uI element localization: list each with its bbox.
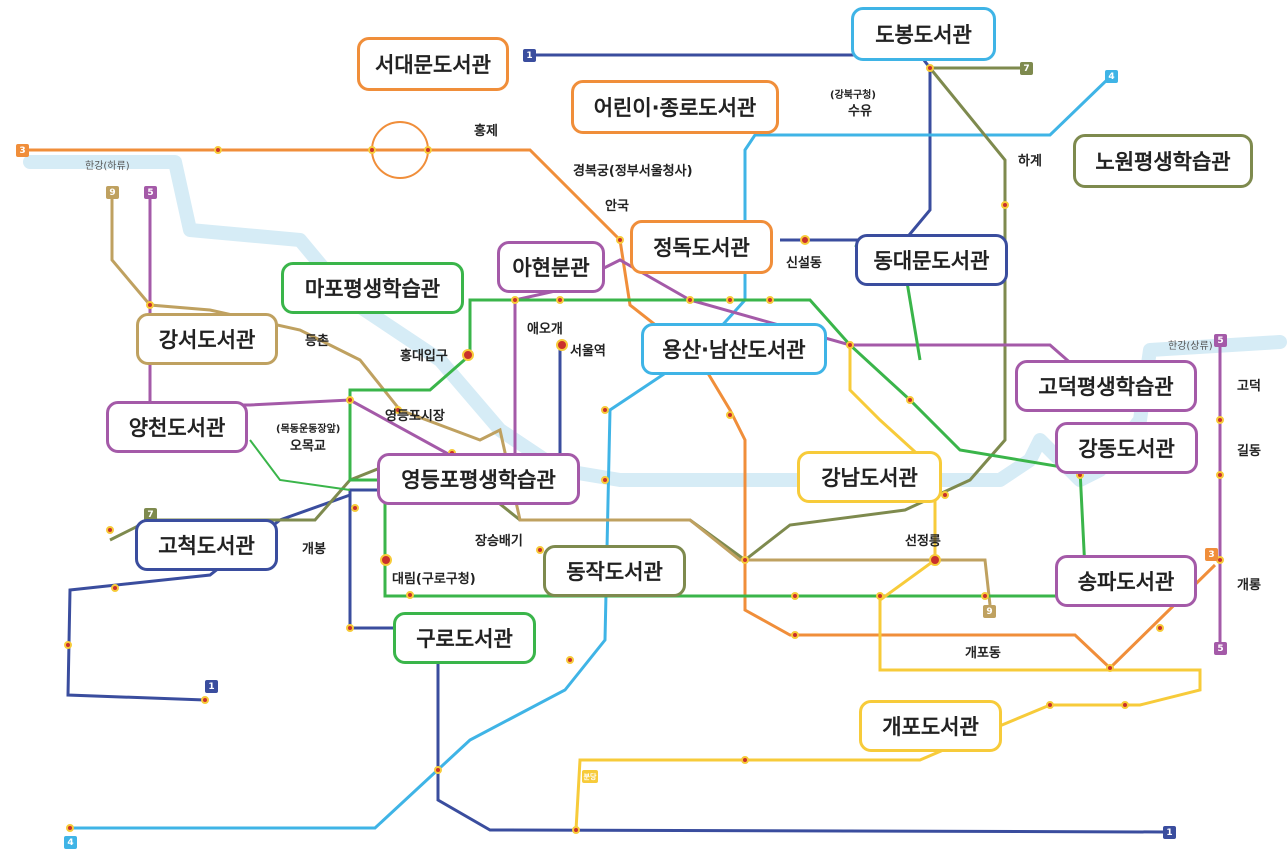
library-gangseo[interactable]: 강서도서관	[136, 313, 278, 365]
library-dobong[interactable]: 도봉도서관	[851, 7, 996, 61]
line-4	[72, 75, 1112, 830]
line-badge: 4	[1105, 70, 1118, 83]
library-guro[interactable]: 구로도서관	[393, 612, 536, 664]
library-yeongdeungpo[interactable]: 영등포평생학습관	[377, 453, 580, 505]
transfer-stations	[64, 64, 1224, 834]
line-badge: 7	[144, 508, 157, 521]
line-badge: 9	[106, 186, 119, 199]
station-yeongdeungpo-market: 영등포시장	[385, 409, 445, 424]
library-jongno[interactable]: 어린이·종로도서관	[571, 80, 779, 134]
station-godeok: 고덕	[1237, 379, 1261, 394]
line-badge: 3	[16, 144, 29, 157]
library-dongjak[interactable]: 동작도서관	[543, 545, 686, 597]
library-yongsan[interactable]: 용산·남산도서관	[641, 323, 827, 375]
line-badge: 1	[205, 680, 218, 693]
line-badge: 4	[64, 836, 77, 849]
library-gaepo[interactable]: 개포도서관	[859, 700, 1002, 752]
station-anguk: 안국	[605, 199, 629, 214]
library-seodaemun[interactable]: 서대문도서관	[357, 37, 509, 91]
station-hagye: 하계	[1018, 154, 1042, 169]
station-jangseungbaegi: 장승배기	[475, 534, 523, 549]
library-mapo[interactable]: 마포평생학습관	[281, 262, 464, 314]
station-omokgyo: 오목교	[290, 439, 326, 454]
line-3	[25, 148, 1217, 671]
line-badge: 5	[1214, 642, 1227, 655]
line-badge: 3	[1205, 548, 1218, 561]
station-deungchon: 등촌	[305, 334, 329, 349]
line-badge: 7	[1020, 62, 1033, 75]
line-badge: 5	[1214, 334, 1227, 347]
library-jeongdok[interactable]: 정독도서관	[630, 220, 773, 274]
station-seoul: 서울역	[570, 344, 606, 359]
station-gaebong: 개봉	[302, 542, 326, 557]
library-gocheok[interactable]: 고척도서관	[135, 519, 278, 571]
library-nowon[interactable]: 노원평생학습관	[1073, 134, 1253, 188]
line-2-branch	[249, 439, 351, 491]
line-badge: 1	[523, 49, 536, 62]
station-daerim: 대림(구로구청)	[392, 572, 476, 587]
station-seonjeongneung: 선정릉	[905, 534, 941, 549]
station-gyeongbok: 경복궁(정부서울청사)	[573, 164, 693, 179]
line-9	[110, 190, 992, 606]
line-badge: 1	[1163, 826, 1176, 839]
line-badge: 5	[144, 186, 157, 199]
library-dongdaemun[interactable]: 동대문도서관	[855, 234, 1008, 286]
library-songpa[interactable]: 송파도서관	[1055, 555, 1197, 607]
station-mokdong: (목동운동장앞)	[276, 424, 341, 435]
line-badge: 분당	[582, 770, 598, 783]
river-label-downstream: 한강(하류)	[85, 161, 130, 172]
library-gangnam[interactable]: 강남도서관	[797, 451, 942, 503]
station-hongje: 홍제	[474, 124, 498, 139]
station-gaepodong: 개포동	[965, 646, 1001, 661]
station-hongdae: 홍대입구	[400, 349, 448, 364]
station-suyu: 수유	[848, 104, 872, 119]
library-yangcheon[interactable]: 양천도서관	[106, 401, 248, 453]
library-godeok[interactable]: 고덕평생학습관	[1015, 360, 1197, 412]
station-aeogae: 애오개	[527, 322, 563, 337]
station-garak: 개롱	[1237, 578, 1261, 593]
line-badge: 9	[983, 605, 996, 618]
library-gangdong[interactable]: 강동도서관	[1055, 422, 1198, 474]
station-sinseol: 신설동	[786, 256, 822, 271]
library-ahyeon[interactable]: 아현분관	[497, 241, 605, 293]
station-gangbuk: (강북구청)	[830, 90, 876, 101]
station-gildong: 길동	[1237, 444, 1261, 459]
river-label-upstream: 한강(상류)	[1168, 341, 1213, 352]
